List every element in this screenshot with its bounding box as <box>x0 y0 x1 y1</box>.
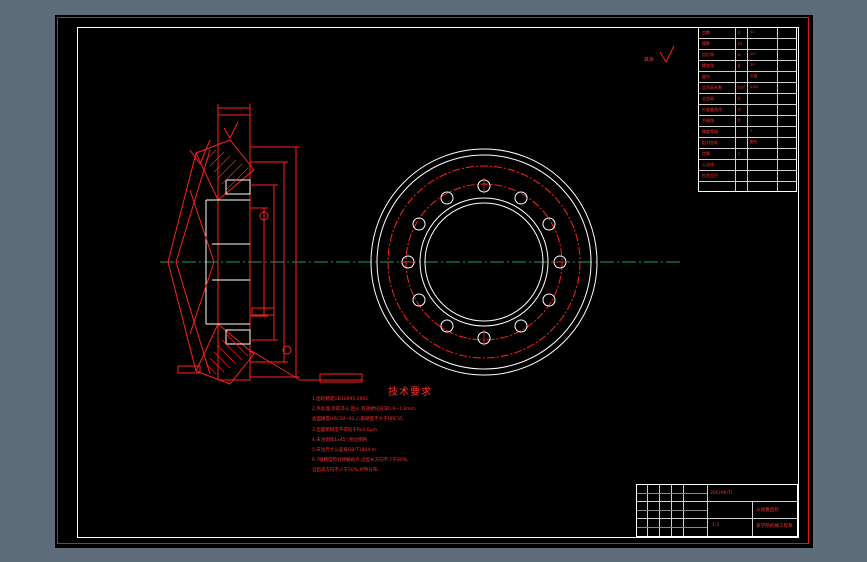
param-value: 41 <box>750 30 755 34</box>
requirement-item: 3.齿面粗糙度不得低于Ra1.6μm. <box>312 427 379 433</box>
drawing-border <box>77 27 799 538</box>
requirement-item: 6.7级精度检验接触斑点,沿齿长方向不少于60%, <box>312 458 409 464</box>
param-label: 齿数 <box>702 30 710 35</box>
gear-section-view <box>167 104 363 385</box>
param-label: 螺旋角 <box>702 63 714 68</box>
param-value: 35° <box>750 63 757 67</box>
requirement-item: 5.未注尺寸公差按GB/T1804-m. <box>312 447 378 453</box>
param-symbol: ha* <box>738 85 745 90</box>
param-label: 齿顶高系数 <box>702 85 722 90</box>
gear-parameter-table: 齿数 模数 齿形角 螺旋角 旋向 齿顶高系数 全齿高 分度圆直径 节锥角 精度等… <box>698 27 797 192</box>
param-label: 齿形角 <box>702 52 714 57</box>
param-label: 节锥角 <box>702 118 714 123</box>
technical-requirements-title: 技术要求 <box>388 387 432 398</box>
param-symbol: d <box>738 107 741 112</box>
title-block-organization: 某学院机械工程系 <box>756 524 793 529</box>
param-symbol: δ <box>738 118 741 123</box>
param-label: 配对齿轮 <box>702 140 718 145</box>
requirement-item: 齿面硬度HRC58~62,心部硬度不大于HRC35. <box>312 417 405 423</box>
gear-body-outline <box>218 114 251 381</box>
requirement-item: 4.未注倒角1x45°,锐边倒钝. <box>312 437 369 443</box>
param-label: 检验项目 <box>702 173 718 178</box>
gear-front-view <box>370 148 598 376</box>
param-label: 全齿高 <box>702 96 714 101</box>
param-label: 分度圆直径 <box>702 107 722 112</box>
param-value: 20° <box>750 52 757 56</box>
param-symbol: β <box>738 63 741 68</box>
title-block-scale: 1:1 <box>712 523 720 528</box>
param-value: 右旋 <box>750 74 758 78</box>
param-label: 齿厚 <box>702 151 710 156</box>
param-symbol: m <box>738 41 742 46</box>
title-block-drawing-name: 从动锥齿轮 <box>756 508 779 513</box>
requirement-item: 沿齿高方向不少于50%,对称分布. <box>312 468 379 474</box>
sheet-outer-border <box>57 17 809 544</box>
param-label: 旋向 <box>702 74 710 79</box>
param-value: 7 <box>750 129 753 133</box>
drawing-sheet <box>55 15 813 548</box>
title-block: 20CrMnTi 从动锥齿轮 某学院机械工程系 1:1 <box>636 484 798 537</box>
param-symbol: h <box>738 96 741 101</box>
param-symbol: α <box>738 52 741 57</box>
technical-requirements-list: 1.齿轮精度GB10095-2001. 2.热处理,渗碳淬火,回火,有效硬化层深… <box>312 395 552 477</box>
param-value: 图号 <box>750 140 758 144</box>
roughness-note: 其余 <box>644 57 655 63</box>
param-value: 0.85 <box>750 85 759 89</box>
param-label: 模数 <box>702 41 710 46</box>
param-label: 精度等级 <box>702 129 718 134</box>
title-block-material: 20CrMnTi <box>710 491 732 496</box>
requirement-item: 1.齿轮精度GB10095-2001. <box>312 397 370 402</box>
param-symbol: s <box>738 151 741 156</box>
param-label: 公法线 <box>702 162 714 167</box>
requirement-item: 2.热处理,渗碳淬火,回火,有效硬化层深0.8~1.2mm, <box>312 407 417 413</box>
roughness-symbol <box>659 45 675 64</box>
param-symbol: z <box>738 30 741 35</box>
